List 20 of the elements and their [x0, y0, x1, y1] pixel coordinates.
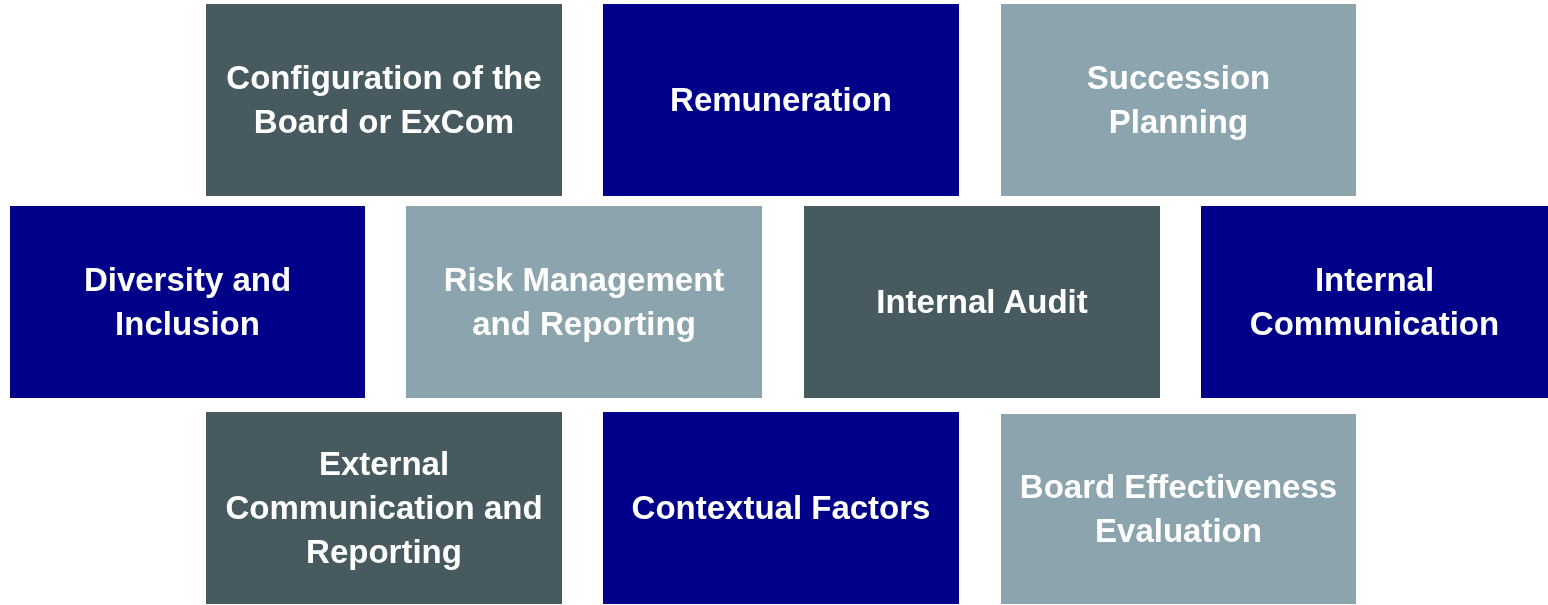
topic-box: [1001, 414, 1356, 604]
topic-box: [1201, 206, 1548, 398]
topic-box: [206, 4, 562, 196]
topic-box: [603, 412, 959, 604]
topic-box: [1001, 4, 1356, 196]
topic-box: [206, 412, 562, 604]
topic-label: Board Effectiveness Evaluation: [1018, 467, 1339, 551]
topic-label: Diversity and Inclusion: [82, 260, 293, 344]
topic-box: [804, 206, 1160, 398]
topic-label: Remuneration: [670, 80, 892, 120]
topic-label: Internal Communication: [1248, 260, 1501, 344]
topic-label: Internal Audit: [876, 282, 1088, 322]
topic-label: Risk Management and Reporting: [442, 260, 726, 344]
topic-label: Contextual Factors: [631, 488, 931, 528]
topic-label: Configuration of the Board or ExCom: [225, 58, 543, 142]
topic-box: [406, 206, 762, 398]
topic-label: Succession Planning: [1085, 58, 1272, 142]
topic-box: [603, 4, 959, 196]
topic-label: External Communication and Reporting: [224, 444, 544, 572]
topic-box: [10, 206, 365, 398]
